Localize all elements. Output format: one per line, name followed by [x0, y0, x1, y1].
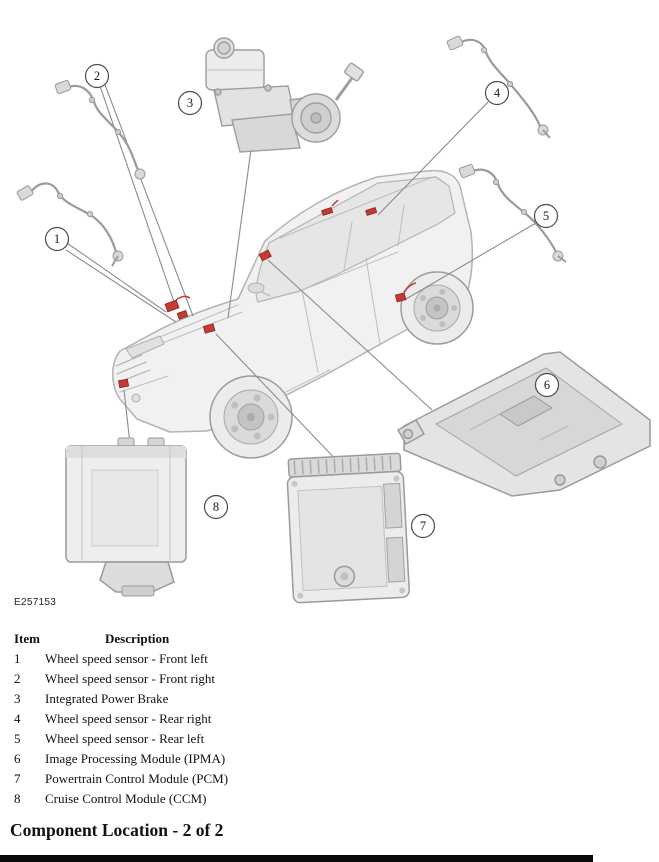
legend-item-description: Wheel speed sensor - Front right [45, 671, 216, 686]
callout-7-marker: 7 [410, 513, 436, 539]
legend-item-description: Wheel speed sensor - Rear right [45, 711, 212, 726]
marker-rear-quarter [394, 292, 407, 303]
legend-row-4: 4 Wheel speed sensor - Rear right [14, 709, 649, 729]
marker-rear-wire [403, 282, 417, 293]
callout-3-marker: 3 [177, 90, 203, 116]
legend-item-description: Wheel speed sensor - Rear left [45, 731, 205, 746]
vehicle-greenhouse [255, 176, 456, 303]
component-location-diagram: 1 2 3 4 5 6 7 [16, 35, 651, 604]
callouts: 1 2 3 4 5 6 7 [44, 63, 560, 539]
callout-2-marker: 2 [84, 63, 110, 89]
marker-engine-bay [202, 323, 216, 334]
marker-roof-2 [365, 207, 378, 216]
side-mirror [247, 282, 271, 297]
callout-1-marker: 1 [44, 226, 70, 252]
legend-item-description: Cruise Control Module (CCM) [45, 791, 207, 806]
leader-callout-2b [104, 84, 194, 317]
sensor-front-left-illustration [16, 182, 124, 267]
callout-2-label: 2 [94, 69, 100, 83]
legend-table: Item Description 1 Wheel speed sensor - … [14, 629, 649, 809]
legend-item-header: Item [14, 631, 40, 646]
ipma-illustration [396, 351, 651, 497]
callout-3-label: 3 [187, 96, 193, 110]
legend-item-description: Integrated Power Brake [45, 691, 169, 706]
callout-4-label: 4 [494, 86, 501, 100]
power-brake-illustration [205, 37, 364, 153]
legend-row-1: 1 Wheel speed sensor - Front left [14, 649, 649, 669]
legend-item-number: 7 [14, 771, 21, 786]
legend-item-number: 1 [14, 651, 21, 666]
leader-callout-1b [65, 249, 177, 323]
bottom-bar [0, 855, 593, 862]
legend-item-number: 6 [14, 751, 21, 766]
legend-item-description: Image Processing Module (IPMA) [45, 751, 226, 766]
callout-5-label: 5 [543, 209, 549, 223]
marker-front-harness [164, 299, 180, 313]
legend-row-3: 3 Integrated Power Brake [14, 689, 649, 709]
marker-roof-wire [331, 199, 339, 207]
marker-front-bumper [118, 378, 130, 389]
sensor-rear-left-illustration [458, 163, 567, 263]
leader-ccm [123, 389, 131, 445]
legend-item-number: 2 [14, 671, 21, 686]
legend-description-header: Description [105, 631, 170, 646]
leader-callout-5 [405, 222, 537, 300]
marker-roof-1 [321, 207, 334, 216]
leader-callout-3 [227, 141, 253, 319]
page-title: Component Location - 2 of 2 [10, 820, 224, 840]
pcm-illustration [286, 452, 410, 604]
ccm-illustration [65, 437, 187, 597]
callout-6-label: 6 [544, 378, 550, 392]
sensor-front-right-illustration [54, 79, 146, 180]
legend-row-5: 5 Wheel speed sensor - Rear left [14, 729, 649, 749]
callout-6-marker: 6 [534, 372, 560, 398]
legend-item-number: 5 [14, 731, 21, 746]
callout-8-label: 8 [213, 500, 219, 514]
callout-7-label: 7 [420, 519, 426, 533]
leader-lines [65, 84, 537, 467]
legend-row-8: 8 Cruise Control Module (CCM) [14, 789, 649, 809]
marker-front-harness-2 [176, 309, 189, 320]
front-wheel [209, 375, 293, 459]
legend-item-number: 8 [14, 791, 21, 806]
leader-callout-2a [99, 85, 175, 303]
legend-item-description: Wheel speed sensor - Front left [45, 651, 208, 666]
legend-item-number: 3 [14, 691, 21, 706]
fog-light [131, 393, 141, 403]
legend-row-6: 6 Image Processing Module (IPMA) [14, 749, 649, 769]
legend-item-number: 4 [14, 711, 21, 726]
headlight [125, 335, 165, 359]
rear-wheel [400, 271, 474, 345]
leader-pcm [215, 333, 343, 467]
callout-5-marker: 5 [533, 203, 559, 229]
callout-4-marker: 4 [484, 80, 510, 106]
figure-code: E257153 [14, 597, 57, 608]
callout-1-label: 1 [54, 232, 60, 246]
leader-ipma [267, 259, 433, 411]
leader-callout-1a [66, 242, 167, 313]
legend-header-row: Item Description [14, 629, 649, 649]
vehicle-illustration [112, 169, 474, 459]
sensor-rear-right-illustration [446, 35, 551, 139]
legend-row-2: 2 Wheel speed sensor - Front right [14, 669, 649, 689]
leader-callout-4 [377, 101, 489, 216]
legend-row-7: 7 Powertrain Control Module (PCM) [14, 769, 649, 789]
callout-8-marker: 8 [203, 494, 229, 520]
marker-windshield [258, 249, 272, 262]
legend-item-description: Powertrain Control Module (PCM) [45, 771, 229, 786]
highlighted-components [118, 199, 417, 389]
marker-front-wire [175, 295, 191, 301]
